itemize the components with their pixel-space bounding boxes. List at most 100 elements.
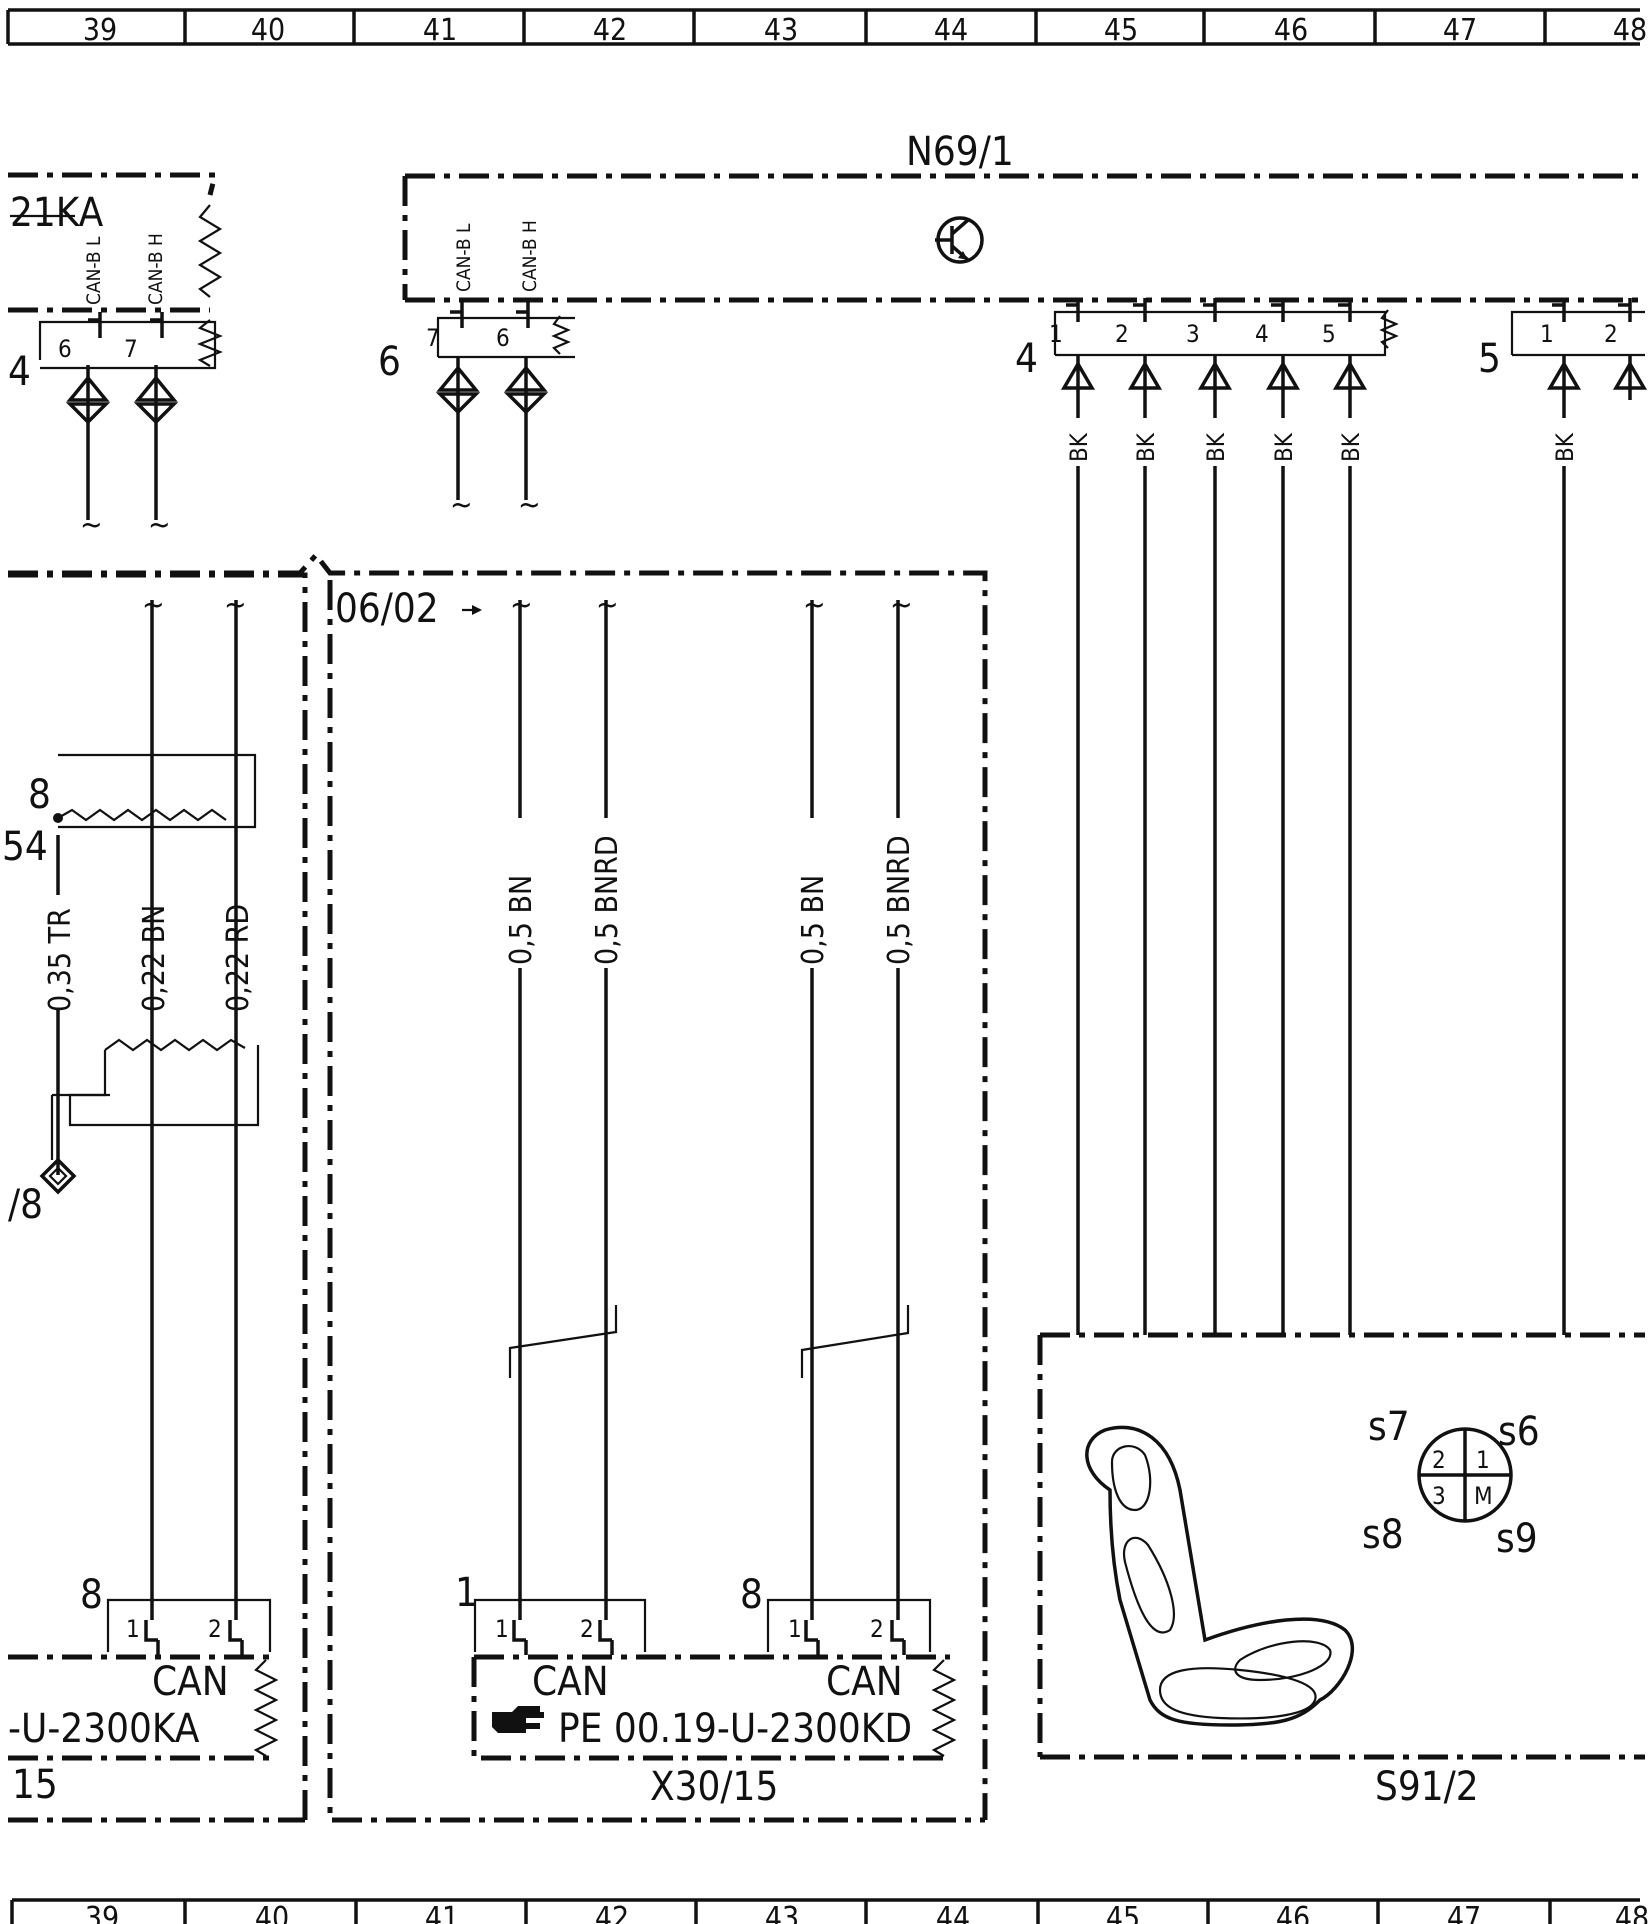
grid-bottom-41: 41 xyxy=(425,1901,459,1924)
x30-15-label: X30/15 xyxy=(650,1764,778,1810)
n69-can-b-l: CAN-B L xyxy=(453,223,475,292)
n69-can-pin-6: 6 xyxy=(496,324,510,352)
mid-pin-1: 1 xyxy=(495,1615,509,1643)
grid-top-41: 41 xyxy=(423,13,457,48)
ground-label: /8 xyxy=(8,1182,43,1228)
bk-wire-3: BK xyxy=(1197,355,1233,1335)
wire-tr-035: 0,35 TR xyxy=(43,908,78,1012)
switch-s8: s8 xyxy=(1362,1512,1404,1558)
grid-bottom-47: 47 xyxy=(1447,1901,1481,1924)
n69-out-connector-number: 4 xyxy=(1015,336,1038,382)
transistor-icon xyxy=(935,216,984,264)
right-pin-2: 2 xyxy=(1604,320,1618,348)
n69-out-pin-5: 5 xyxy=(1322,320,1336,348)
wire-bn-05-a: 0,5 BN xyxy=(504,875,539,965)
n69-can-pin-7: 7 xyxy=(426,324,440,352)
seat-icon xyxy=(1085,1425,1354,1727)
n69-can-connector-number: 6 xyxy=(378,339,401,385)
wire-rd-022: 0,22 RD xyxy=(221,904,256,1012)
mid-can-reference: PE 00.19-U-2300KD xyxy=(558,1706,912,1752)
pointing-hand-icon xyxy=(492,1706,544,1733)
n69-can-b-h: CAN-B H xyxy=(519,220,541,292)
mid-can-label-a: CAN xyxy=(532,1659,609,1705)
left-pin-6: 6 xyxy=(58,335,72,363)
left-control-unit: 21KA CAN-B L CAN-B H 4 6 7 ~ ~ xyxy=(8,172,223,543)
grid-bottom-43: 43 xyxy=(765,1901,799,1924)
left-unit-label: 21KA xyxy=(10,190,104,236)
s91-2-switch: S91/2 2 1 3 M s7 s6 s8 s9 xyxy=(1037,1332,1645,1810)
left-can-label: CAN xyxy=(152,1659,229,1705)
switch-s9: s9 xyxy=(1496,1516,1538,1562)
grid-top-46: 46 xyxy=(1274,13,1308,48)
right-mid-pin-1: 1 xyxy=(788,1615,802,1643)
left-bottom-label: 15 xyxy=(12,1762,58,1808)
n69-1-module: N69/1 CAN-B L CAN-B H 6 7 6 xyxy=(378,129,1645,523)
grid-bottom-42: 42 xyxy=(595,1901,629,1924)
grid-top-48: 48 xyxy=(1613,13,1647,48)
left-bottom-connector-number: 8 xyxy=(80,1572,103,1618)
bottom-grid-ruler: 39 40 41 42 43 44 45 46 47 48 xyxy=(10,1898,1648,1924)
bk-label-6: BK xyxy=(1551,432,1579,462)
bk-label-3: BK xyxy=(1202,432,1230,462)
switch-quadrant-3: 3 xyxy=(1432,1482,1446,1510)
left-can-b-l: CAN-B L xyxy=(83,236,105,305)
n69-out-pin-2: 2 xyxy=(1115,320,1129,348)
wire-bnrd-05-a: 0,5 BNRD xyxy=(590,835,625,965)
switch-s7: s7 xyxy=(1368,1404,1410,1450)
bk-wire-1: BK xyxy=(1060,355,1096,1335)
switch-quadrant-m: M xyxy=(1474,1482,1493,1510)
grid-top-44: 44 xyxy=(934,13,968,48)
left-bottom-pin-1: 1 xyxy=(126,1615,140,1643)
bk-wire-5: BK xyxy=(1332,355,1368,1335)
twist-label-mid: 54 xyxy=(2,824,48,870)
grid-bottom-48: 48 xyxy=(1615,1901,1648,1924)
wire-bnrd-05-b: 0,5 BNRD xyxy=(882,835,917,965)
grid-top-42: 42 xyxy=(593,13,627,48)
bk-label-4: BK xyxy=(1270,432,1298,462)
svg-text:~: ~ xyxy=(148,508,171,543)
left-bottom-pin-2: 2 xyxy=(208,1615,222,1643)
grid-bottom-39: 39 xyxy=(85,1901,119,1924)
n69-wire-junction-2 xyxy=(503,357,549,420)
mid-can-label-b: CAN xyxy=(826,1659,903,1705)
right-connector-number: 5 xyxy=(1478,336,1501,382)
grid-top-43: 43 xyxy=(764,13,798,48)
s91-2-label: S91/2 xyxy=(1375,1764,1479,1810)
grid-bottom-45: 45 xyxy=(1106,1901,1140,1924)
switch-s6: s6 xyxy=(1498,1409,1540,1455)
bk-wire-bundle: BK BK BK BK BK xyxy=(1060,355,1648,1335)
bk-wire-2: BK xyxy=(1127,355,1163,1335)
bk-wire-4: BK xyxy=(1265,355,1301,1335)
svg-text:~: ~ xyxy=(450,488,473,523)
grid-bottom-40: 40 xyxy=(255,1901,289,1924)
switch-quadrant-2: 2 xyxy=(1432,1446,1446,1474)
right-connector-number-8: 8 xyxy=(740,1572,763,1618)
wire-bn-022: 0,22 BN xyxy=(137,905,172,1012)
right-mid-pin-2: 2 xyxy=(870,1615,884,1643)
svg-text:~: ~ xyxy=(80,508,103,543)
left-pin-7: 7 xyxy=(124,335,138,363)
wire-bn-05-b: 0,5 BN xyxy=(796,875,831,965)
x30-15-block: 06/02 ~ ~ ~ ~ 0,5 BN 0,5 BNRD 0,5 BN 0,5… xyxy=(8,551,988,1823)
n69-wire-junction-1 xyxy=(435,357,481,420)
n69-out-pin-4: 4 xyxy=(1255,320,1269,348)
date-reference: 06/02 xyxy=(335,586,439,632)
n69-1-label: N69/1 xyxy=(906,129,1014,175)
right-connector: 5 1 2 xyxy=(1478,298,1645,382)
n69-out-pin-3: 3 xyxy=(1186,320,1200,348)
bk-label-5: BK xyxy=(1337,432,1365,462)
grid-top-40: 40 xyxy=(251,13,285,48)
ground-connector-icon xyxy=(39,1157,77,1195)
bk-wire-6: BK xyxy=(1546,355,1582,1335)
n69-out-pin-1: 1 xyxy=(1049,320,1063,348)
right-pin-1: 1 xyxy=(1540,320,1554,348)
left-wire-junction-1 xyxy=(65,365,111,432)
bk-label-1: BK xyxy=(1065,432,1093,462)
grid-top-45: 45 xyxy=(1104,13,1138,48)
svg-text:~: ~ xyxy=(890,588,913,623)
grid-top-47: 47 xyxy=(1443,13,1477,48)
top-grid-ruler: 39 40 41 42 43 44 45 46 47 48 xyxy=(6,8,1647,48)
rotary-switch-icon: 2 1 3 M xyxy=(1417,1427,1513,1523)
bk-label-2: BK xyxy=(1132,432,1160,462)
